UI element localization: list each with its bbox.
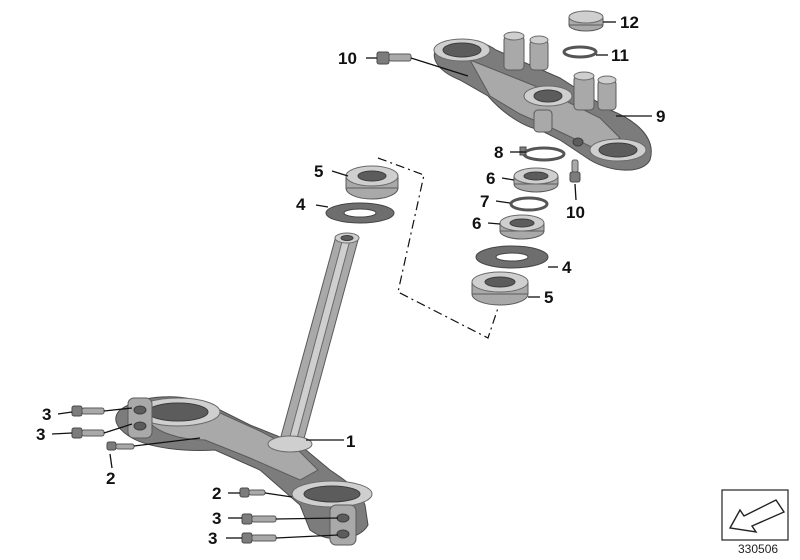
- arrow-icon: [728, 499, 786, 533]
- reference-symbol-box: [721, 489, 789, 541]
- bolt-2-right: [239, 487, 266, 498]
- callout-6b: 6: [472, 214, 481, 233]
- lock-washer-8: [519, 146, 566, 162]
- leader-3b-extension: [103, 423, 133, 434]
- callout-7: 7: [480, 192, 489, 211]
- callout-6a: 6: [486, 169, 495, 188]
- bolt-3-upper-right: [241, 513, 277, 525]
- upper-triple-clamp: [433, 31, 652, 171]
- bolt-2-left: [106, 441, 135, 451]
- callout-10b: 10: [566, 203, 585, 222]
- bearing-5-left: [345, 165, 399, 200]
- callout-11: 11: [611, 46, 629, 65]
- callout-5b: 5: [544, 288, 553, 307]
- ring-11: [562, 45, 598, 59]
- callout-12: 12: [620, 13, 639, 32]
- leader-6b: [487, 222, 501, 225]
- bolt-10-bottom: [569, 159, 581, 183]
- callout-4b: 4: [562, 258, 572, 277]
- leader-10a-extension: [410, 57, 469, 77]
- washer-4-right: [475, 245, 549, 269]
- callout-3a: 3: [42, 405, 51, 424]
- callout-3b: 3: [36, 425, 45, 444]
- bolt-3-upper-left: [71, 405, 105, 417]
- callout-9: 9: [656, 107, 665, 126]
- cap-12: [568, 10, 604, 32]
- leader-2a-extension: [133, 437, 201, 447]
- leader-3b: [51, 432, 73, 435]
- leader-6a: [501, 177, 515, 181]
- reference-number: 330506: [738, 542, 778, 556]
- leader-3d-extension: [275, 534, 339, 539]
- leader-3c-extension: [275, 517, 339, 520]
- leader-10b: [574, 183, 577, 201]
- nut-6-lower: [499, 214, 545, 240]
- nut-6-upper: [513, 167, 559, 193]
- bolt-3-lower-left: [71, 427, 105, 439]
- callout-2b: 2: [212, 484, 221, 503]
- callout-3c: 3: [212, 509, 221, 528]
- leader-2a: [109, 453, 113, 469]
- callout-1: 1: [346, 432, 355, 451]
- callout-4a: 4: [296, 195, 306, 214]
- ring-7: [509, 196, 549, 212]
- leader-5a: [331, 170, 349, 177]
- callout-2a: 2: [106, 469, 115, 488]
- bolt-3-lower-right: [241, 532, 277, 544]
- callout-3d: 3: [208, 529, 217, 548]
- bolt-10-top: [376, 51, 412, 65]
- leader-3a: [57, 411, 73, 415]
- assembly-dash-line: [377, 157, 499, 339]
- callout-8: 8: [494, 143, 503, 162]
- leader-2b-extension: [264, 492, 293, 498]
- lower-triple-clamp: [115, 232, 373, 546]
- leader-3a-extension: [103, 407, 133, 412]
- callout-5a: 5: [314, 162, 323, 181]
- washer-4-left: [325, 202, 395, 224]
- leader-4a: [315, 204, 329, 208]
- callout-10a: 10: [338, 49, 357, 68]
- bearing-5-right: [471, 271, 529, 306]
- leader-7: [495, 200, 511, 204]
